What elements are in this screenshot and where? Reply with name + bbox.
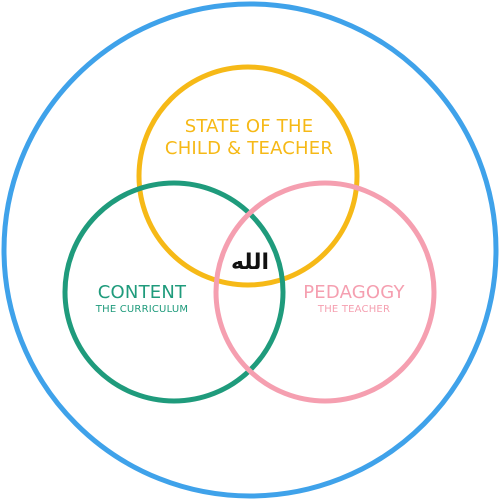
content-circle [62,180,286,404]
content-sublabel: THE CURRICULUM [95,304,188,315]
pedagogy-circle [213,180,437,404]
state-label-line1: STATE OF THE [185,116,314,137]
center-text: الله [231,250,269,275]
state-label-line2: CHILD & TEACHER [165,138,333,159]
pedagogy-label: PEDAGOGY [303,282,405,303]
content-label: CONTENT [98,282,187,303]
state-circle [136,64,360,288]
pedagogy-sublabel: THE TEACHER [317,304,390,315]
